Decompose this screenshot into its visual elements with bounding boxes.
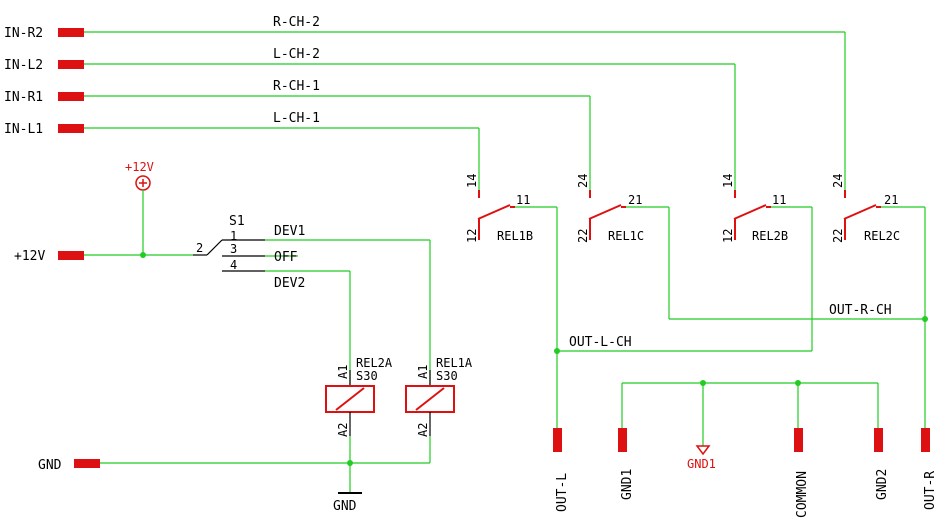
out-l-pad xyxy=(553,428,562,452)
switch-pin-2: 2 xyxy=(196,241,203,255)
contact-pin-com: 11 xyxy=(772,193,786,207)
junction xyxy=(554,348,560,354)
net-dev2: DEV2 xyxy=(274,276,305,291)
switch-s1: S1 2 1 3 4 DEV1 OFF DEV2 xyxy=(193,214,430,291)
junction xyxy=(140,252,146,258)
contact-pin-nc: 14 xyxy=(721,174,735,188)
ground-symbol-icon xyxy=(695,445,711,456)
channel-net-labels: R-CH-2 L-CH-2 R-CH-1 L-CH-1 xyxy=(273,15,320,126)
gnd1-symbol-label: GND1 xyxy=(687,457,716,471)
switch-pin-1: 1 xyxy=(230,229,237,243)
contact-name: REL2C xyxy=(864,229,900,243)
net-l-ch-2: L-CH-2 xyxy=(273,47,320,62)
relay-contact-rel2b: 14 12 11 REL2B xyxy=(721,174,788,243)
contact-name: REL2B xyxy=(752,229,788,243)
coil-rel2a: A1 A2 REL2A S30 xyxy=(325,356,393,437)
gnd-input-label: GND xyxy=(38,458,62,473)
net-out-r-ch: OUT-R-CH xyxy=(829,303,892,318)
coil-a2: A2 xyxy=(336,423,350,437)
relay-contact-rel1b: 14 12 11 REL1B xyxy=(465,174,533,243)
net-r-ch-1: R-CH-1 xyxy=(273,79,320,94)
junction xyxy=(700,380,706,386)
output-label: GND2 xyxy=(875,469,890,500)
coil-a2: A2 xyxy=(416,423,430,437)
out-r-pad xyxy=(921,428,930,452)
supply-12v: +12V xyxy=(84,160,193,258)
net-out-l-ch: OUT-L-CH xyxy=(569,335,632,350)
switch-pin-4: 4 xyxy=(230,258,237,272)
gnd-pad xyxy=(74,459,100,468)
common-pad xyxy=(794,428,803,452)
net-dev1: DEV1 xyxy=(274,224,305,239)
in-l2-label: IN-L2 xyxy=(4,58,43,73)
output-connectors: OUT-L GND1 COMMON GND2 OUT-R xyxy=(553,428,938,518)
net-l-ch-1: L-CH-1 xyxy=(273,111,320,126)
coil-type: S30 xyxy=(356,369,378,383)
contact-pin-no: 22 xyxy=(576,229,590,243)
in-r2-label: IN-R2 xyxy=(4,26,43,41)
contact-pin-nc: 24 xyxy=(831,174,845,188)
contact-pin-nc: 14 xyxy=(465,174,479,188)
gnd1-pad xyxy=(618,428,627,452)
junction xyxy=(795,380,801,386)
in-r2-pad xyxy=(58,28,84,37)
in-l1-label: IN-L1 xyxy=(4,122,43,137)
switch-pin-3: 3 xyxy=(230,242,237,256)
in-l1-pad xyxy=(58,124,84,133)
junction xyxy=(922,316,928,322)
in-l2-pad xyxy=(58,60,84,69)
coil-rel1a: A1 A2 REL1A S30 xyxy=(405,356,473,437)
supply-12v-label: +12V xyxy=(125,160,154,174)
relay-contact-rel1c: 24 22 21 REL1C xyxy=(576,174,644,243)
contact-name: REL1C xyxy=(608,229,644,243)
coil-a1: A1 xyxy=(336,365,350,379)
contact-pin-no: 22 xyxy=(831,229,845,243)
contact-name: REL1B xyxy=(497,229,533,243)
output-routing: OUT-L-CH OUT-R-CH GND1 xyxy=(515,206,928,471)
contact-pin-no: 12 xyxy=(465,229,479,243)
in-r1-pad xyxy=(58,92,84,101)
switch-name: S1 xyxy=(229,214,245,229)
contact-pin-com: 11 xyxy=(516,193,530,207)
contact-pin-no: 12 xyxy=(721,229,735,243)
contact-pin-com: 21 xyxy=(628,193,642,207)
output-label: GND1 xyxy=(620,469,635,500)
coil-name: REL1A xyxy=(436,356,473,370)
gnd-symbol-label: GND xyxy=(333,499,357,514)
coil-type: S30 xyxy=(436,369,458,383)
coil-name: REL2A xyxy=(356,356,393,370)
coil-a1: A1 xyxy=(416,365,430,379)
net-off: OFF xyxy=(274,250,298,265)
in-r1-label: IN-R1 xyxy=(4,90,43,105)
plus12v-pad xyxy=(58,251,84,260)
contact-pin-com: 21 xyxy=(884,193,898,207)
contact-pin-nc: 24 xyxy=(576,174,590,188)
output-label: OUT-R xyxy=(923,471,938,510)
output-label: OUT-L xyxy=(555,473,570,512)
net-r-ch-2: R-CH-2 xyxy=(273,15,320,30)
input-connectors: IN-R2 IN-L2 IN-R1 IN-L1 +12V GND xyxy=(4,26,100,473)
relay-coils: A1 A2 REL2A S30 A1 A2 REL1A S30 GND xyxy=(100,240,473,514)
output-label: COMMON xyxy=(795,471,810,518)
relay-contact-rel2c: 24 22 21 REL2C xyxy=(831,174,900,243)
plus12v-input-label: +12V xyxy=(14,249,45,264)
input-rails xyxy=(84,31,846,190)
gnd2-pad xyxy=(874,428,883,452)
